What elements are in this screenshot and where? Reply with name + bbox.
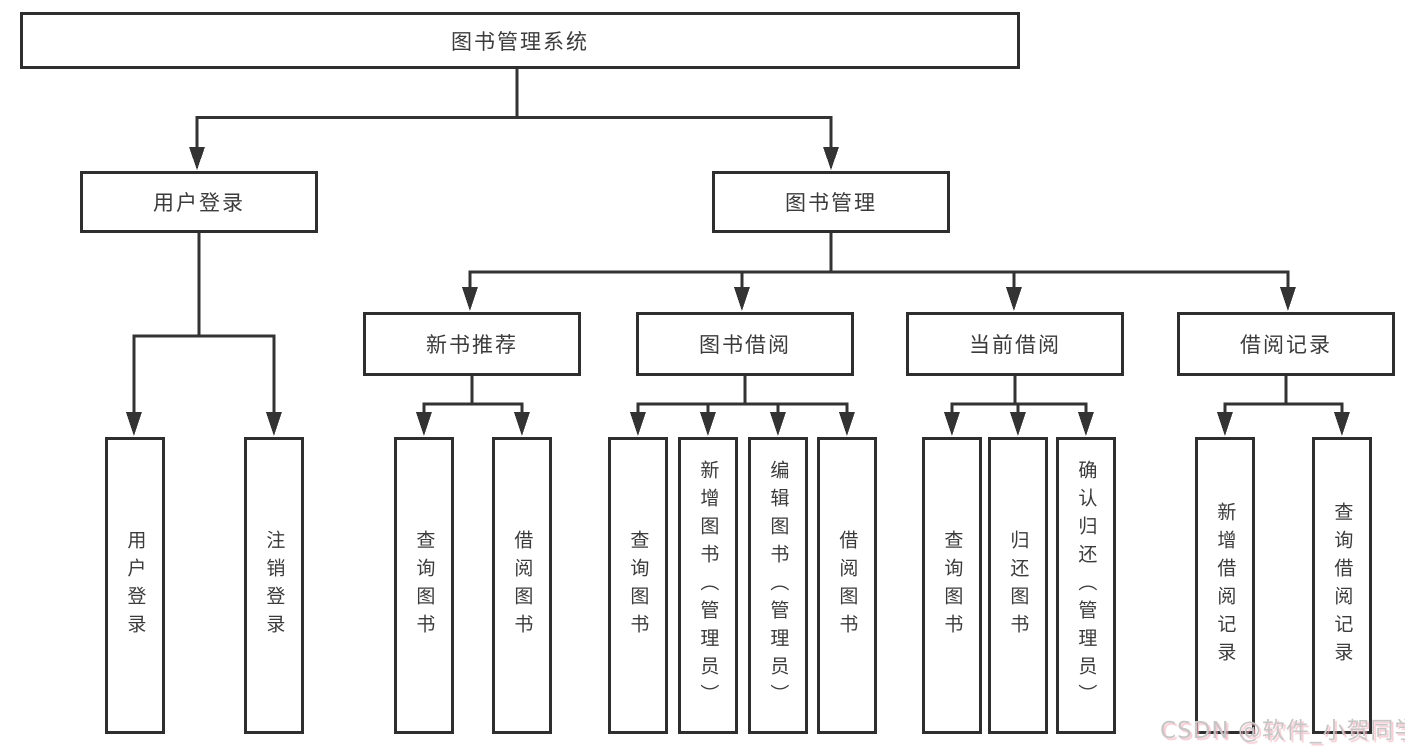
arrowhead-user-login [189, 147, 205, 170]
arrowhead-leaf-login [126, 412, 142, 436]
node-borrowing-records: 借阅记录 [1177, 312, 1395, 376]
arrowhead-recd-query [1334, 412, 1350, 436]
arrowhead-rec-query [416, 412, 432, 436]
arrowhead-cur-query [944, 412, 960, 436]
arrowhead-leaf-logout [266, 412, 282, 436]
leaf-label: 编辑图书（管理员） [767, 459, 790, 712]
node-book-borrowing: 图书借阅 [636, 312, 854, 376]
leaf-label: 查询图书 [627, 529, 650, 642]
node-label: 图书管理 [785, 191, 877, 215]
node-label: 新书推荐 [426, 333, 518, 357]
leaf-label: 借阅图书 [836, 529, 859, 642]
node-library-management-system: 图书管理系统 [20, 12, 1020, 69]
leaf-current-query-books: 查询图书 [922, 437, 982, 734]
leaf-label: 用户登录 [124, 529, 147, 642]
leaf-label: 新增图书（管理员） [697, 459, 720, 712]
csdn-watermark: CSDN @软件_小贺同学 [1160, 718, 1405, 744]
leaf-user-login: 用户登录 [105, 437, 165, 734]
leaf-records-query-record: 查询借阅记录 [1312, 437, 1372, 734]
arrowhead-bor-edit [770, 412, 786, 436]
leaf-label: 查询图书 [413, 529, 436, 642]
node-user-login: 用户登录 [80, 171, 318, 233]
leaf-current-confirm-return-admin: 确认归还（管理员） [1056, 437, 1116, 734]
leaf-borrowing-add-books-admin: 新增图书（管理员） [678, 437, 738, 734]
leaf-recommend-query-books: 查询图书 [394, 437, 454, 734]
leaf-label: 查询图书 [941, 529, 964, 642]
arrowhead-bor-query [630, 412, 646, 436]
arrowhead-cur-confirm [1078, 412, 1094, 436]
leaf-label: 新增借阅记录 [1214, 501, 1237, 670]
arrowhead-current [1006, 287, 1022, 311]
leaf-logout: 注销登录 [244, 437, 304, 734]
node-label: 借阅记录 [1240, 333, 1332, 357]
node-label: 当前借阅 [969, 333, 1061, 357]
leaf-label: 归还图书 [1007, 529, 1030, 642]
leaf-recommend-borrow-books: 借阅图书 [492, 437, 552, 734]
leaf-borrowing-edit-books-admin: 编辑图书（管理员） [748, 437, 808, 734]
arrowhead-rec-borrow [514, 412, 530, 436]
node-label: 用户登录 [153, 191, 245, 215]
leaf-label: 确认归还（管理员） [1075, 459, 1098, 712]
leaf-borrowing-borrow-books: 借阅图书 [817, 437, 877, 734]
leaf-label: 注销登录 [263, 529, 286, 642]
arrowhead-bor-borrow [839, 412, 855, 436]
arrowhead-bor-add [700, 412, 716, 436]
leaf-label: 借阅图书 [511, 529, 534, 642]
leaf-label: 查询借阅记录 [1331, 501, 1354, 670]
leaf-borrowing-query-books: 查询图书 [608, 437, 668, 734]
arrowhead-recd-add [1217, 412, 1233, 436]
node-new-book-recommendation: 新书推荐 [363, 312, 581, 376]
leaf-records-add-record: 新增借阅记录 [1195, 437, 1255, 734]
leaf-current-return-books: 归还图书 [988, 437, 1048, 734]
arrowhead-recommend [462, 287, 478, 311]
arrowhead-records [1280, 287, 1296, 311]
node-label: 图书借阅 [699, 333, 791, 357]
arrowhead-borrowing [734, 287, 750, 311]
arrowhead-cur-return [1010, 412, 1026, 436]
arrowhead-book-mgmt [823, 147, 839, 170]
node-book-management: 图书管理 [712, 171, 950, 233]
node-current-borrowing: 当前借阅 [906, 312, 1124, 376]
node-label: 图书管理系统 [451, 29, 589, 54]
